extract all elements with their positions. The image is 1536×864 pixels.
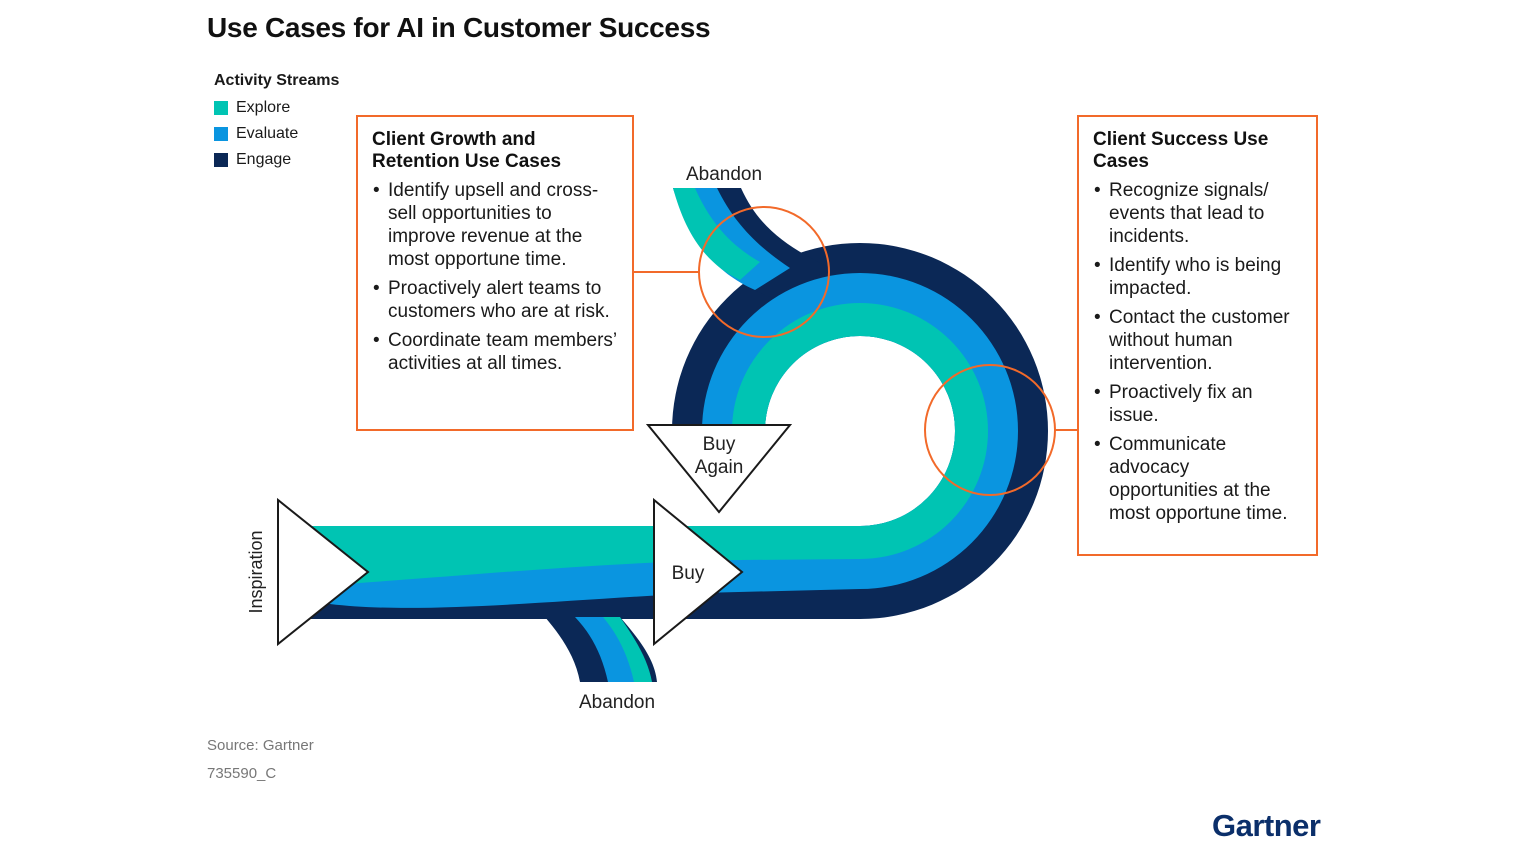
- client-growth-retention-box: Client Growth and Retention Use Cases Id…: [356, 115, 634, 431]
- list-item: Proactively alert teams to customers who…: [372, 277, 618, 323]
- client-success-box: Client Success Use Cases Recognize signa…: [1077, 115, 1318, 556]
- use-case-list: Identify upsell and cross-sell opportuni…: [372, 179, 618, 375]
- list-item: Recognize signals/ events that lead to i…: [1093, 179, 1302, 248]
- legend-item-explore: Explore: [214, 95, 339, 121]
- legend-label: Evaluate: [236, 125, 299, 142]
- inspiration-label: Inspiration: [246, 530, 266, 613]
- legend-item-engage: Engage: [214, 147, 339, 173]
- abandon-bottom-label: Abandon: [579, 692, 655, 713]
- figure-code: 735590_C: [207, 765, 277, 782]
- buy-again-label-line1: Buy: [703, 434, 736, 455]
- list-item: Contact the customer without human inter…: [1093, 306, 1302, 375]
- buy-stage-marker: [653, 497, 744, 647]
- legend-item-evaluate: Evaluate: [214, 121, 339, 147]
- source-note: Source: Gartner: [207, 737, 314, 754]
- legend-title: Activity Streams: [214, 72, 340, 89]
- list-item: Identify who is being impacted.: [1093, 254, 1302, 300]
- abandon-top-label: Abandon: [686, 164, 762, 185]
- legend-label: Explore: [236, 99, 291, 116]
- use-case-list: Recognize signals/ events that lead to i…: [1093, 179, 1302, 525]
- inspiration-stage-marker: [277, 497, 370, 647]
- list-item: Identify upsell and cross-sell opportuni…: [372, 179, 618, 271]
- list-item: Coordinate team members’ activities at a…: [372, 329, 618, 375]
- box-title: Client Growth and Retention Use Cases: [372, 129, 562, 172]
- engage-swatch: [214, 153, 228, 167]
- evaluate-swatch: [214, 127, 228, 141]
- gartner-logo: Gartner: [1212, 808, 1321, 843]
- buy-again-label-line2: Again: [695, 457, 744, 478]
- explore-swatch: [214, 101, 228, 115]
- legend-label: Engage: [236, 151, 292, 168]
- box-title: Client Success Use Cases: [1093, 129, 1269, 172]
- buy-again-stage-marker: [645, 424, 793, 514]
- explore-stream: [300, 188, 988, 682]
- list-item: Proactively fix an issue.: [1093, 381, 1302, 427]
- page-title: Use Cases for AI in Customer Success: [207, 12, 711, 43]
- legend: Activity Streams Explore Evaluate Engage: [214, 72, 339, 173]
- buy-label: Buy: [672, 563, 705, 584]
- list-item: Communicate advocacy opportunities at th…: [1093, 433, 1302, 525]
